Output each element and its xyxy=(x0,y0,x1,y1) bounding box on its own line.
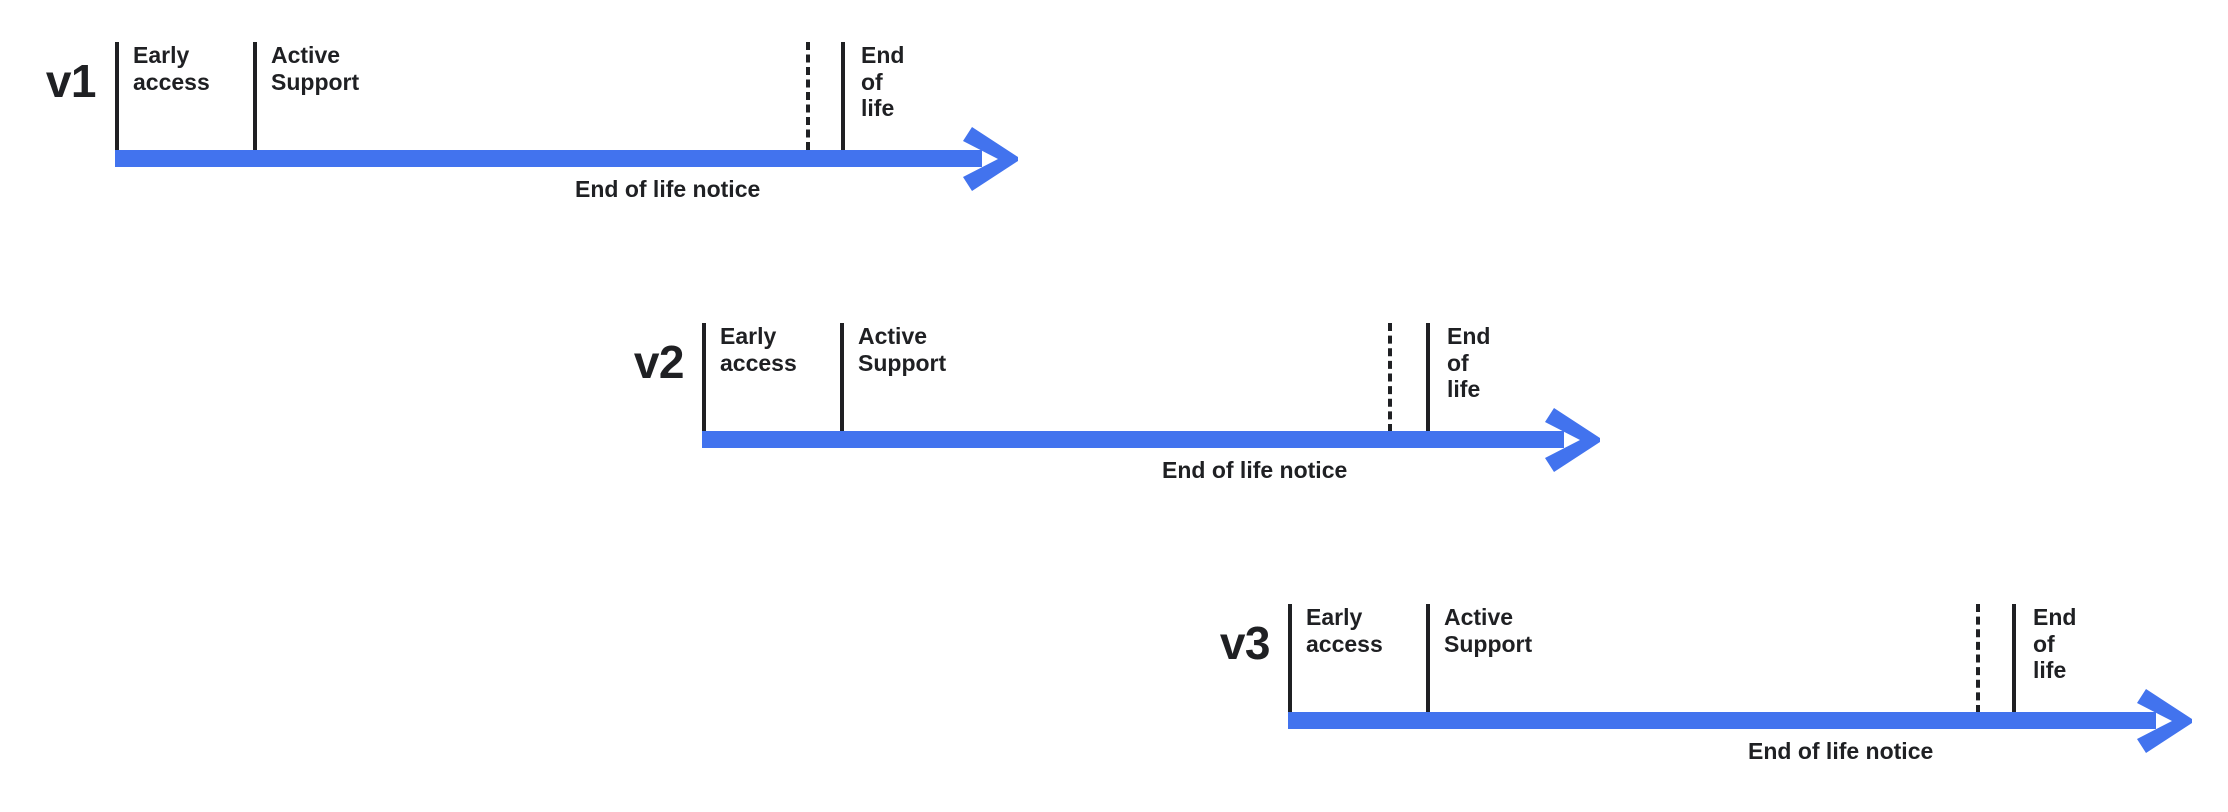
phase-label-early-access-v1: Early access xyxy=(133,42,210,95)
phase-boundary-notice-v2 xyxy=(1388,323,1392,432)
end-of-life-notice-label-v2: End of life notice xyxy=(1162,457,1348,483)
phase-boundary-early-access-v2 xyxy=(702,323,706,432)
timeline-arrow-head-v3 xyxy=(2137,689,2192,753)
phase-boundary-notice-v3 xyxy=(1976,604,1980,713)
timeline-arrow-head-v2 xyxy=(1545,408,1600,472)
phase-boundary-end-of-life-v2 xyxy=(1426,323,1430,432)
version-label-v1: v1 xyxy=(45,55,97,107)
phase-boundary-early-access-v1 xyxy=(115,42,119,150)
phase-boundary-active-support-v1 xyxy=(253,42,257,150)
phase-boundary-active-support-v2 xyxy=(840,323,844,432)
phase-boundary-end-of-life-v1 xyxy=(841,42,845,150)
timeline-shaft-v1 xyxy=(115,150,982,167)
end-of-life-notice-label-v3: End of life notice xyxy=(1748,738,1934,764)
phase-label-active-support-v1: Active Support xyxy=(271,42,360,95)
phase-label-active-support-v3: Active Support xyxy=(1444,604,1533,657)
phase-label-end-of-life-v3: End of life xyxy=(2033,604,2077,684)
phase-boundary-end-of-life-v3 xyxy=(2012,604,2016,713)
phase-label-early-access-v2: Early access xyxy=(720,323,797,376)
version-label-v3: v3 xyxy=(1219,617,1271,669)
phase-label-active-support-v2: Active Support xyxy=(858,323,947,376)
timeline-shaft-v2 xyxy=(702,431,1564,448)
timeline-arrow-head-v1 xyxy=(963,127,1018,191)
phase-boundary-notice-v1 xyxy=(806,42,810,150)
phase-label-end-of-life-v2: End of life xyxy=(1447,323,1491,403)
phase-boundary-early-access-v3 xyxy=(1288,604,1292,713)
phase-label-early-access-v3: Early access xyxy=(1306,604,1383,657)
phase-boundary-active-support-v3 xyxy=(1426,604,1430,713)
timeline-shaft-v3 xyxy=(1288,712,2156,729)
version-label-v2: v2 xyxy=(633,336,685,388)
end-of-life-notice-label-v1: End of life notice xyxy=(575,176,761,202)
phase-label-end-of-life-v1: End of life xyxy=(861,42,905,122)
